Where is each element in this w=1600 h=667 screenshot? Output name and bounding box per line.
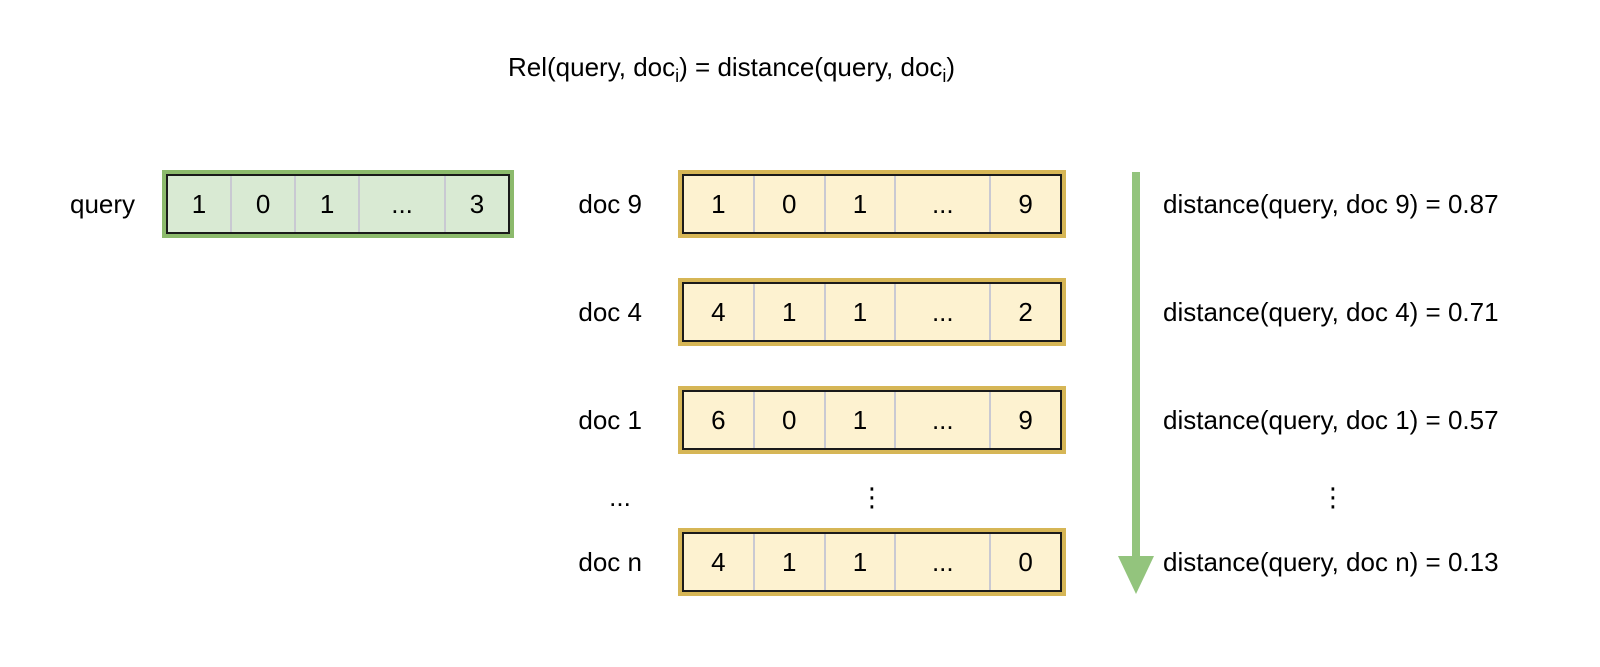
formula-part: ) [946, 52, 956, 82]
doc-vector: 4 1 1 ... 0 [682, 532, 1062, 592]
distance-text: distance(query, doc n) = 0.13 [1163, 547, 1499, 577]
doc-vector-cell: 4 [684, 284, 755, 340]
doc-label: doc 9 [578, 189, 642, 219]
formula-title: Rel(query, doci) = distance(query, doci) [508, 52, 955, 87]
doc-vector-cell: 9 [1018, 188, 1033, 219]
doc-label: doc 4 [578, 297, 642, 327]
doc-vector-cell: 1 [826, 284, 897, 340]
doc-vector: 4 1 1 ... 2 [682, 282, 1062, 342]
query-vector-cell: 0 [232, 176, 297, 232]
doc-vector-cell: 0 [755, 176, 826, 232]
distance-text: distance(query, doc 1) = 0.57 [1163, 405, 1499, 435]
doc-vector: 1 0 1 ... 9 [682, 174, 1062, 234]
distance-text: distance(query, doc 4) = 0.71 [1163, 297, 1499, 327]
doc-vector-cell: 1 [755, 534, 826, 590]
doc-list-ellipsis: ... [609, 482, 631, 512]
distance-text: distance(query, doc 9) = 0.87 [1163, 189, 1499, 219]
doc-vector-cell: 1 [826, 392, 897, 448]
doc-label: doc 1 [578, 405, 642, 435]
query-vector-cell: 3 [469, 188, 485, 219]
doc-vector-cell-ellipsis: ... [896, 392, 992, 448]
query-vector-cell: 1 [296, 176, 361, 232]
formula-subscript: i [675, 66, 680, 87]
query-vector: 1 0 1 ... 3 [166, 174, 510, 234]
formula-part: Rel(query, doc [508, 52, 676, 82]
doc-vector-cell: 2 [1018, 296, 1033, 327]
vector-column-ellipsis: ⋮ [859, 482, 885, 512]
query-vector-cell-ellipsis: ... [360, 176, 446, 232]
doc-vector-cell-ellipsis: ... [896, 534, 992, 590]
query-vector-cell: 1 [168, 176, 233, 232]
distance-column-ellipsis: ⋮ [1320, 482, 1346, 512]
formula-subscript: i [942, 66, 947, 87]
formula-part: ) = distance(query, doc [679, 52, 943, 82]
doc-vector-cell: 1 [826, 534, 897, 590]
doc-vector-cell: 1 [684, 176, 755, 232]
doc-vector-cell: 4 [684, 534, 755, 590]
query-label: query [70, 189, 136, 219]
doc-vector-cell: 6 [684, 392, 755, 448]
doc-vector-cell: 1 [826, 176, 897, 232]
doc-label: doc n [578, 547, 642, 577]
doc-vector-cell: 0 [755, 392, 826, 448]
doc-vector-cell: 0 [1018, 546, 1033, 577]
ranking-direction-arrow-icon [1118, 172, 1154, 594]
doc-vector: 6 0 1 ... 9 [682, 390, 1062, 450]
doc-vector-cell-ellipsis: ... [896, 176, 992, 232]
doc-vector-cell: 1 [755, 284, 826, 340]
doc-vector-cell-ellipsis: ... [896, 284, 992, 340]
doc-vector-cell: 9 [1018, 404, 1033, 435]
